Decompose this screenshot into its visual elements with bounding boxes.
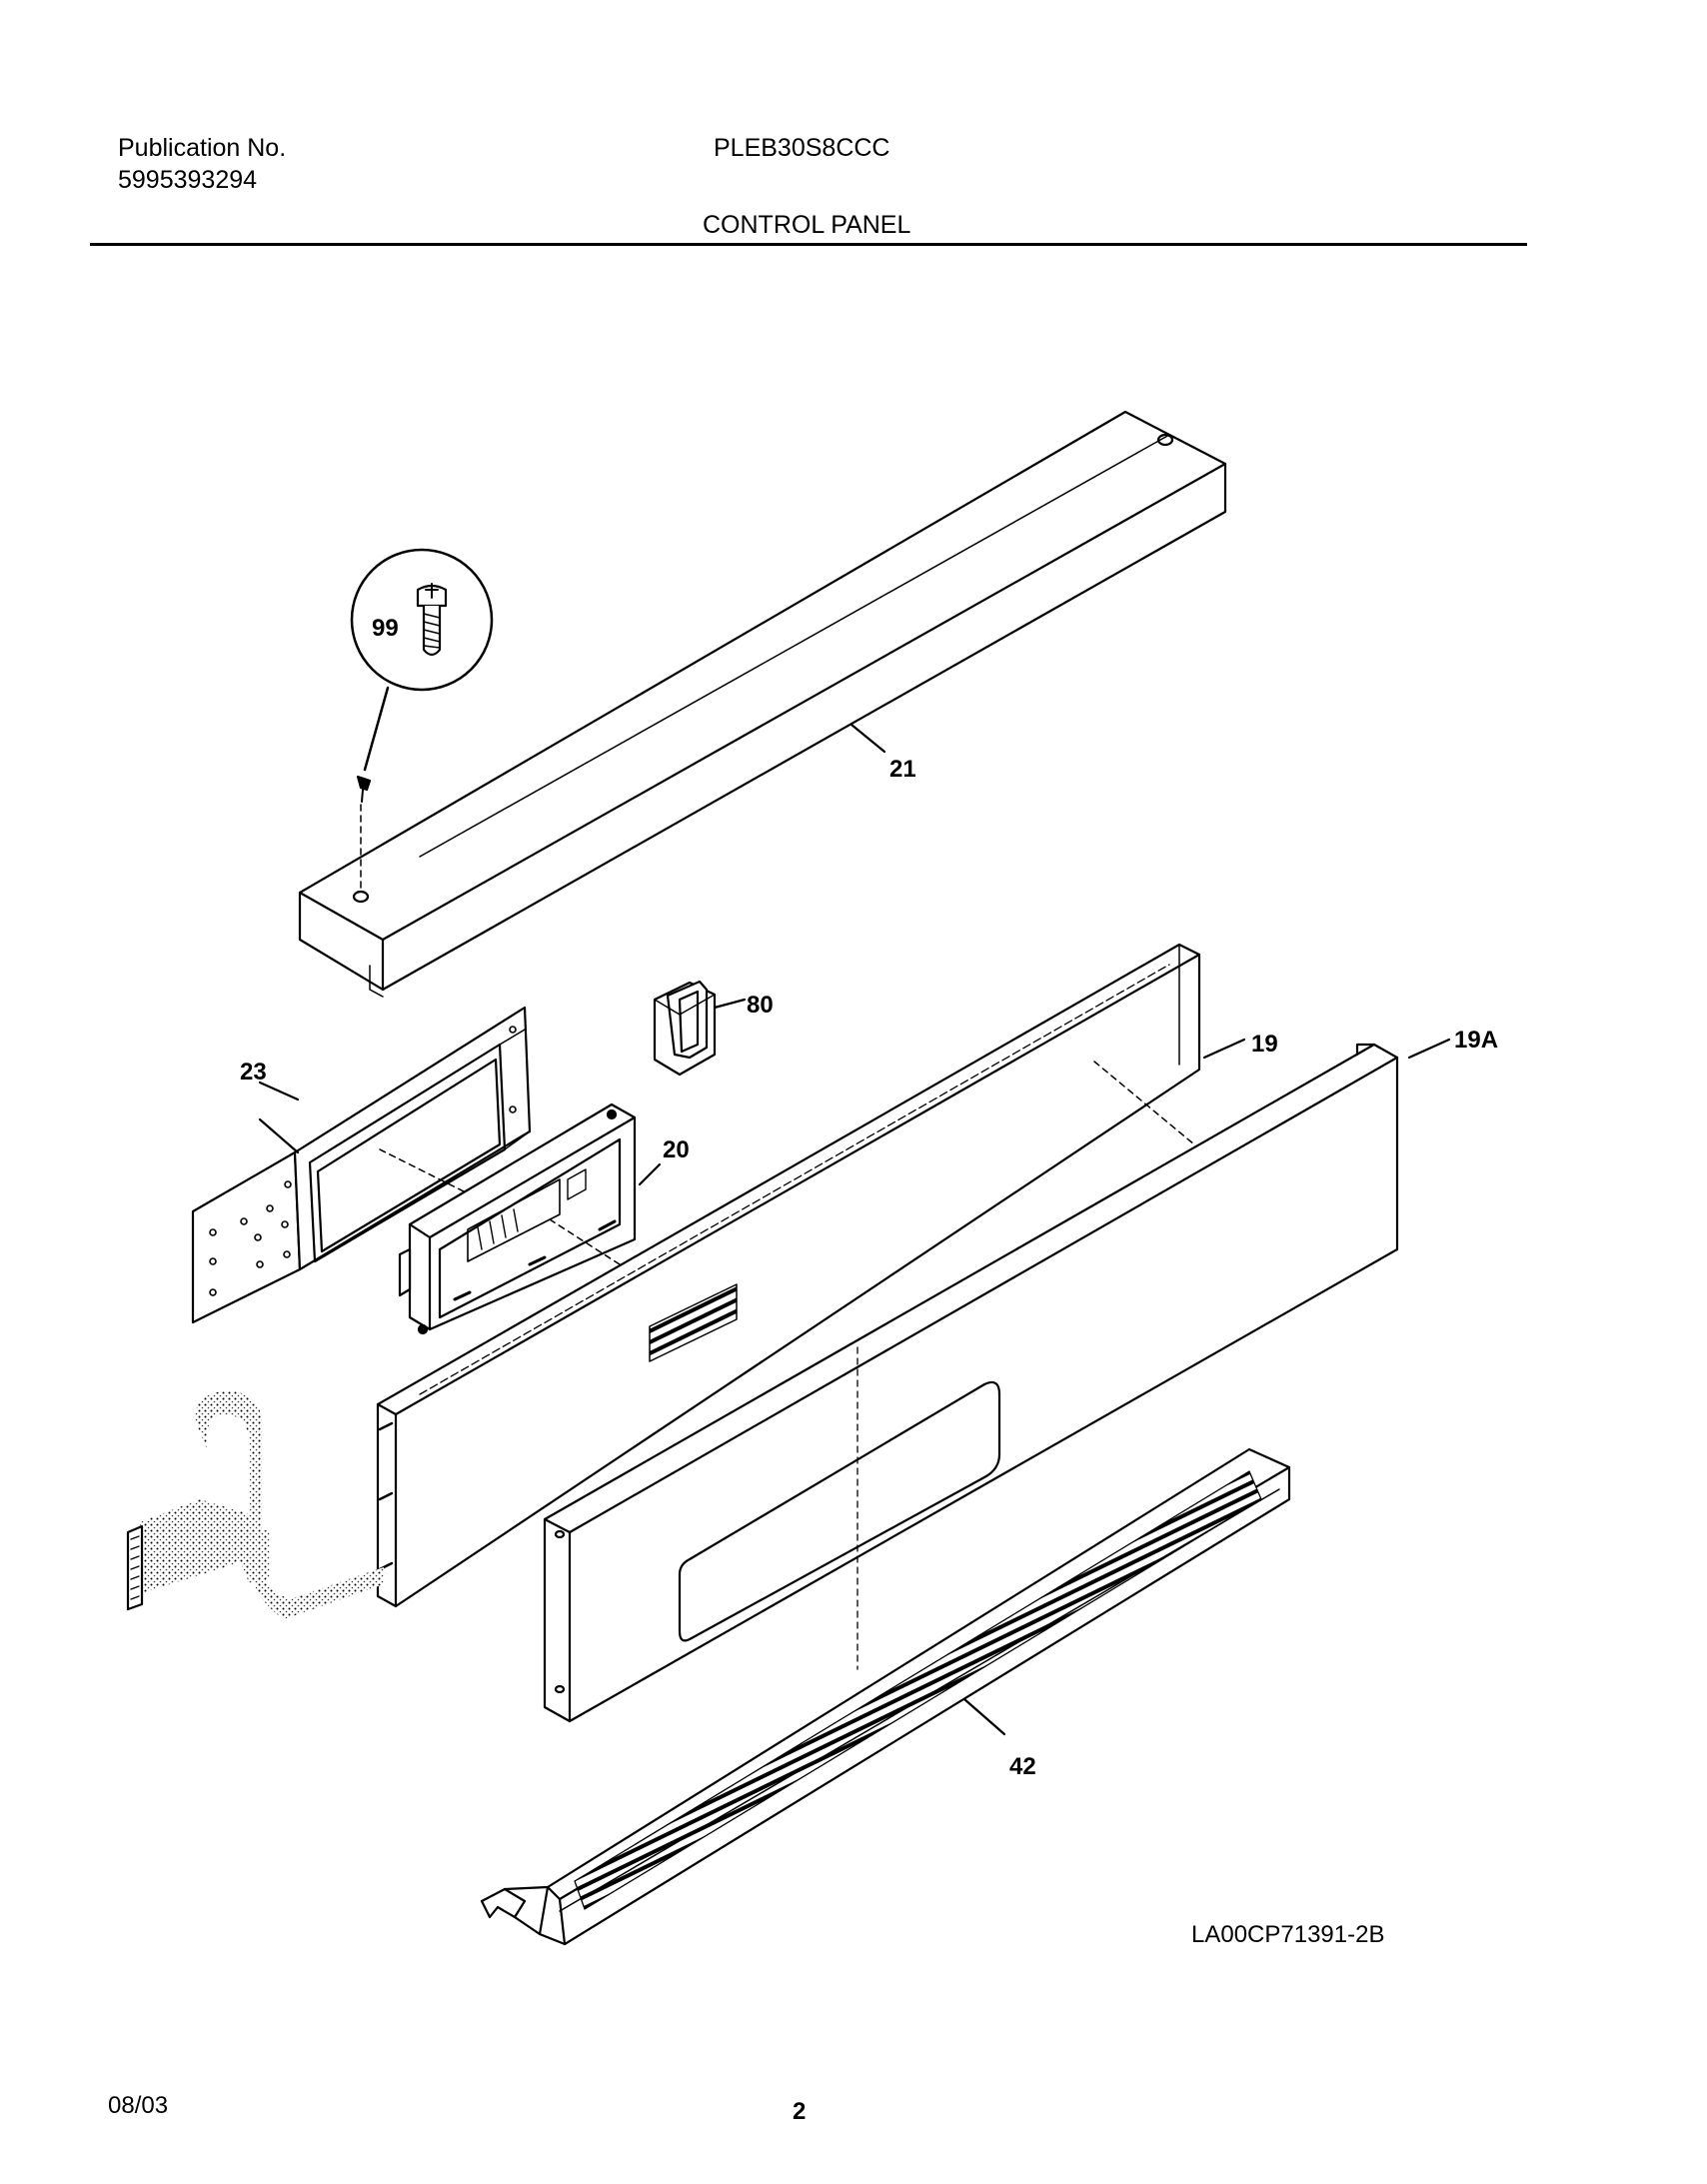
page-number: 2 [793, 2098, 807, 2125]
model-number: PLEB30S8CCC [714, 134, 890, 162]
callout-21: 21 [889, 756, 916, 783]
part-21-top-trim [298, 410, 1227, 998]
callout-19: 19 [1251, 1031, 1278, 1058]
callout-19a: 19A [1454, 1027, 1498, 1054]
part-19a-panel-front [543, 1038, 1451, 1723]
callout-42: 42 [1009, 1753, 1036, 1780]
leader-21 [850, 723, 886, 754]
diagram-code: LA00CP71391-2B [1191, 1921, 1384, 1948]
callout-20: 20 [663, 1136, 690, 1163]
part-42-vent-trim [480, 1447, 1291, 1946]
publication-label: Publication No. [118, 134, 287, 162]
callout-23: 23 [240, 1059, 267, 1086]
part-20-oven-control [398, 1102, 662, 1335]
leader-23 [258, 1081, 300, 1101]
part-80-clip [653, 980, 747, 1077]
part-19-panel-back [376, 943, 1246, 1608]
header-rule [90, 243, 1527, 246]
section-title: CONTROL PANEL [703, 211, 911, 239]
part-23-gasket-plate [191, 1006, 532, 1324]
callout-99: 99 [372, 615, 399, 642]
footer-date: 08/03 [108, 2092, 169, 2119]
callout-80: 80 [747, 992, 774, 1019]
part-99-screw [350, 548, 494, 891]
wire-harness [126, 1391, 384, 1619]
publication-number: 5995393294 [118, 166, 258, 194]
